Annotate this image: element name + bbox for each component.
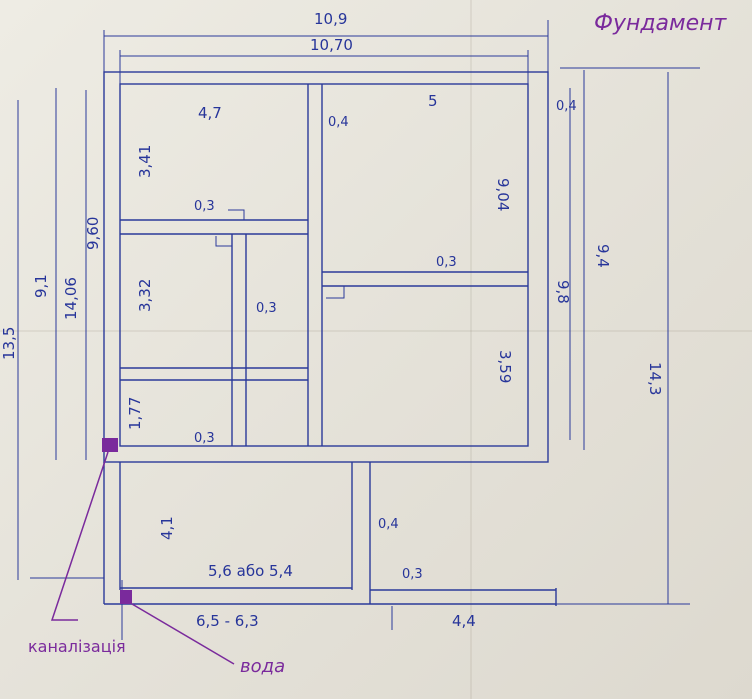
dim-room-d-height: 3,59	[496, 350, 514, 383]
corner-mark-1	[215, 236, 232, 247]
dim-left-inner-b: 9,60	[84, 217, 102, 250]
dim-left-inner-a: 9,1	[32, 274, 50, 298]
dim-right-mid: 9,4	[594, 244, 612, 268]
dim-porch-wall: 0,4	[378, 517, 399, 532]
dim-partition-3: 0,3	[256, 301, 277, 316]
dim-outer-top: 10,9	[314, 10, 347, 28]
dim-porch-height: 4,1	[158, 516, 176, 540]
dim-partition-1: 0,3	[194, 199, 215, 214]
corner-mark-2	[228, 209, 245, 220]
dim-left-outer: 13,5	[0, 327, 18, 360]
paper-fold-vertical	[470, 0, 472, 699]
dim-room-a-width: 4,7	[198, 104, 222, 122]
dim-inner-top: 10,70	[310, 36, 353, 54]
dim-room-b-width: 5	[428, 92, 438, 110]
title: Фундамент	[594, 11, 728, 36]
dim-wall-right: 0,4	[556, 99, 577, 114]
corner-mark-3	[326, 285, 345, 299]
water-marker	[120, 590, 132, 604]
dim-left-total: 14,06	[62, 277, 80, 320]
dim-room-b-height: 9,04	[494, 178, 512, 211]
water-leader	[131, 603, 235, 665]
dim-room-a-height: 3,41	[136, 145, 154, 178]
dim-porch-width: 5,6 або 5,4	[208, 562, 293, 580]
paper-fold-horizontal	[0, 330, 752, 332]
outer-outline	[103, 71, 549, 463]
dim-bottom-right: 4,4	[452, 612, 476, 630]
dim-porch-partition: 0,3	[402, 567, 423, 582]
inner-outline	[119, 83, 529, 447]
legend-sewer: каналізація	[28, 637, 126, 656]
dim-room-c-height: 3,32	[136, 279, 154, 312]
sewer-marker	[102, 438, 118, 452]
legend-water: вода	[240, 656, 285, 677]
dim-right-inner: 9,8	[554, 280, 572, 304]
dim-bottom-left: 6,5 - 6,3	[196, 612, 259, 630]
dim-partition-4: 0,3	[194, 431, 215, 446]
dim-room-e-height: 1,77	[126, 397, 144, 430]
dim-partition-2: 0,3	[436, 255, 457, 270]
sewer-leader	[50, 451, 109, 621]
dim-wall-mid: 0,4	[328, 115, 349, 130]
dim-right-outer: 14,3	[646, 362, 664, 395]
